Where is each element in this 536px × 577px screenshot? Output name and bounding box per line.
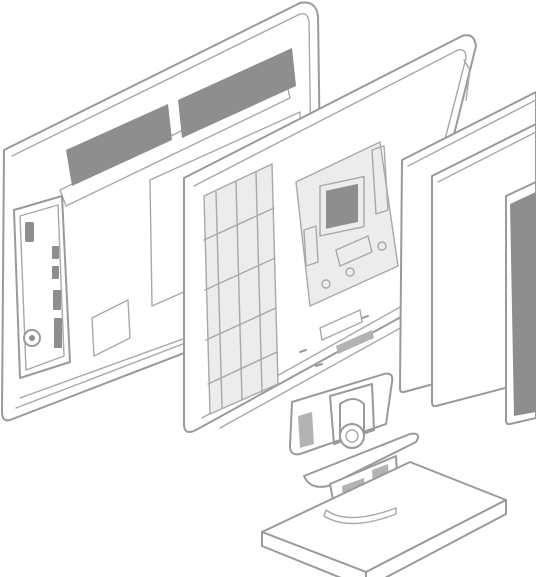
cpu-socket <box>326 183 358 229</box>
stand-base <box>261 461 507 577</box>
io-port-2 <box>52 246 59 259</box>
io-port-1 <box>25 222 34 242</box>
vent-slot-left <box>66 104 172 186</box>
front-bezel <box>505 181 536 426</box>
io-port-4 <box>53 290 61 310</box>
chassis-with-mainboard <box>183 34 477 433</box>
io-port-5 <box>54 318 62 348</box>
io-port-3 <box>52 266 59 279</box>
vent-slot-right <box>178 48 296 138</box>
